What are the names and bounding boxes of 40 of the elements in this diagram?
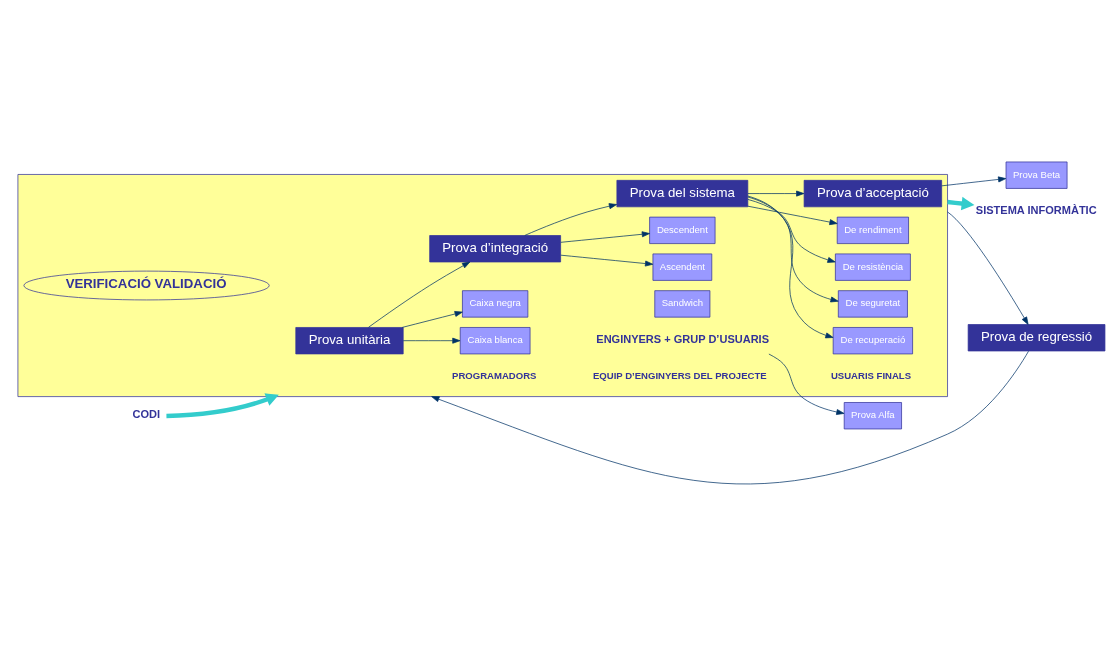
arrow xyxy=(560,230,650,243)
node-box: Prova del sistema xyxy=(616,179,749,207)
arrow xyxy=(747,190,805,196)
cluster xyxy=(17,173,948,397)
node-box: Sandwich xyxy=(654,289,711,318)
arrow xyxy=(431,350,1029,484)
node-box: Prova Alfa xyxy=(843,401,902,429)
node-box: De resistència xyxy=(835,253,911,281)
label: EQUIP D’ENGINYERS DEL PROJECTE xyxy=(592,369,767,381)
node-text: CODI xyxy=(132,407,161,420)
node-box: De recuperació xyxy=(832,326,913,354)
node-text: SISTEMA INFORMÀTIC xyxy=(975,203,1097,216)
arrow xyxy=(947,211,1029,325)
node-box: Caixa negra xyxy=(462,289,529,318)
label: PROGRAMADORS xyxy=(452,369,537,381)
arrow xyxy=(560,254,654,266)
label: USUARIS FINALS xyxy=(830,369,912,381)
arrow xyxy=(747,198,836,263)
arrow xyxy=(941,176,1007,186)
arrow xyxy=(401,310,463,328)
arrow xyxy=(747,195,834,338)
node-text: ENGINYERS + GRUP D’USUARIS xyxy=(596,332,770,345)
node-box: De rendiment xyxy=(836,216,909,244)
node-ellipse: VERIFICACIÓ VALIDACIÓ xyxy=(23,270,270,300)
arrow xyxy=(402,337,461,344)
node-box: De seguretat xyxy=(837,289,908,318)
arrow xyxy=(524,202,617,236)
arrow xyxy=(368,261,471,328)
node-box: Prova Beta xyxy=(1005,161,1068,189)
node-box: Descendent xyxy=(649,216,716,244)
arrow xyxy=(166,392,279,418)
arrow xyxy=(747,205,838,225)
node-box: Prova d’acceptació xyxy=(803,179,943,207)
node-box: Prova de regressió xyxy=(967,323,1106,351)
node-box: Prova unitària xyxy=(295,326,404,354)
arrow xyxy=(747,196,839,302)
node-box: Ascendent xyxy=(652,253,713,281)
node-box: Prova d’integració xyxy=(429,234,561,262)
node-box: Caixa blanca xyxy=(459,326,531,354)
arrow xyxy=(768,353,845,415)
